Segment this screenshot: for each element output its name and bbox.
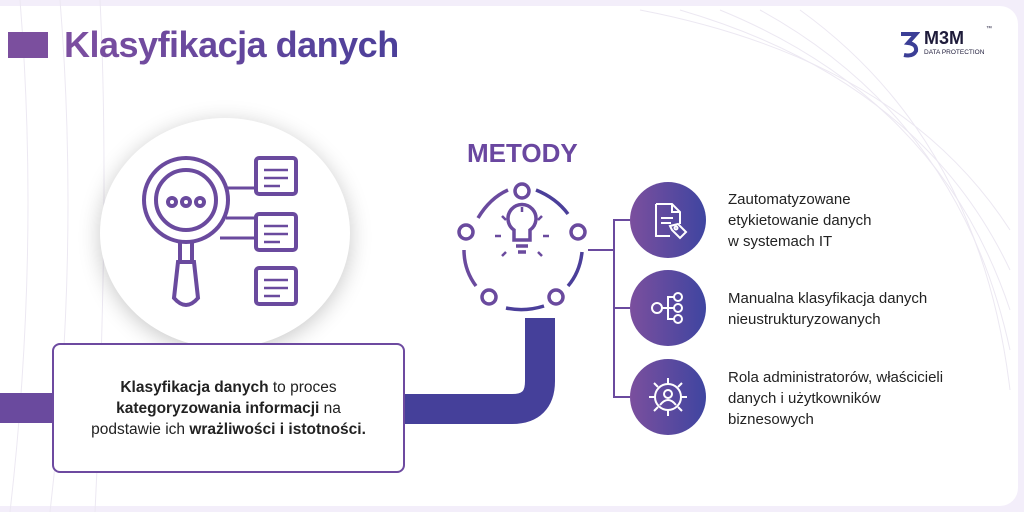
title-marker [8,32,48,58]
method-connectors [588,219,630,398]
methods-heading: METODY [467,138,578,168]
definition-box: Klasyfikacja danych to proces kategoryzo… [52,343,405,473]
page-title: Klasyfikacja danych [64,24,399,65]
connector-pipe [405,318,555,424]
definition-text: Klasyfikacja danych to proces kategoryzo… [91,378,366,438]
document-tag-icon [630,182,706,258]
company-logo: M3M ™ DATA PROTECTION [898,26,1008,60]
magnifier-illustration [100,118,350,348]
magnifier-documents-icon [142,156,298,307]
gear-user-icon [630,359,706,435]
left-accent-bar [0,393,52,423]
logo-mark-icon [901,32,921,58]
cycle-icon [457,182,587,312]
hierarchy-icon [630,270,706,346]
